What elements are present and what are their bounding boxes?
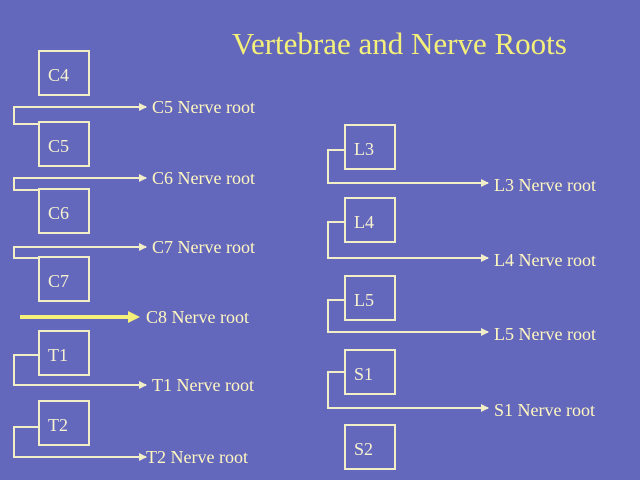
- root-label-t1: T1 Nerve root: [152, 375, 254, 395]
- root-label-c5: C5 Nerve root: [152, 97, 255, 117]
- root-label-l4: L4 Nerve root: [494, 250, 596, 270]
- root-label-l5: L5 Nerve root: [494, 324, 596, 344]
- c5-root-arrow: [13, 103, 147, 125]
- t2-root-arrow: [13, 426, 147, 461]
- vertebra-l5: L5: [344, 275, 396, 321]
- vertebra-s1: S1: [344, 349, 396, 395]
- root-label-c8: C8 Nerve root: [146, 307, 249, 327]
- root-label-c6: C6 Nerve root: [152, 168, 255, 188]
- root-label-t2: T2 Nerve root: [146, 447, 248, 467]
- root-label-c7: C7 Nerve root: [152, 237, 255, 257]
- l5-root-arrow: [327, 299, 489, 336]
- t1-root-arrow: [13, 354, 147, 389]
- root-label-s1: S1 Nerve root: [494, 400, 595, 420]
- root-label-l3: L3 Nerve root: [494, 175, 596, 195]
- l3-root-arrow: [327, 149, 489, 187]
- vertebra-t2: T2: [38, 400, 90, 446]
- page-title: Vertebrae and Nerve Roots: [232, 26, 567, 61]
- vertebra-c4: C4: [38, 50, 90, 96]
- vertebra-c6: C6: [38, 188, 90, 234]
- c6-root-arrow: [13, 174, 147, 191]
- vertebra-l4: L4: [344, 197, 396, 243]
- vertebra-c5: C5: [38, 121, 90, 167]
- c7-root-arrow: [13, 243, 147, 259]
- vertebra-l3: L3: [344, 124, 396, 170]
- vertebra-s2: S2: [344, 424, 396, 470]
- vertebra-c7: C7: [38, 256, 90, 302]
- s1-root-arrow: [327, 371, 489, 412]
- l4-root-arrow: [327, 221, 489, 262]
- vertebra-t1: T1: [38, 330, 90, 376]
